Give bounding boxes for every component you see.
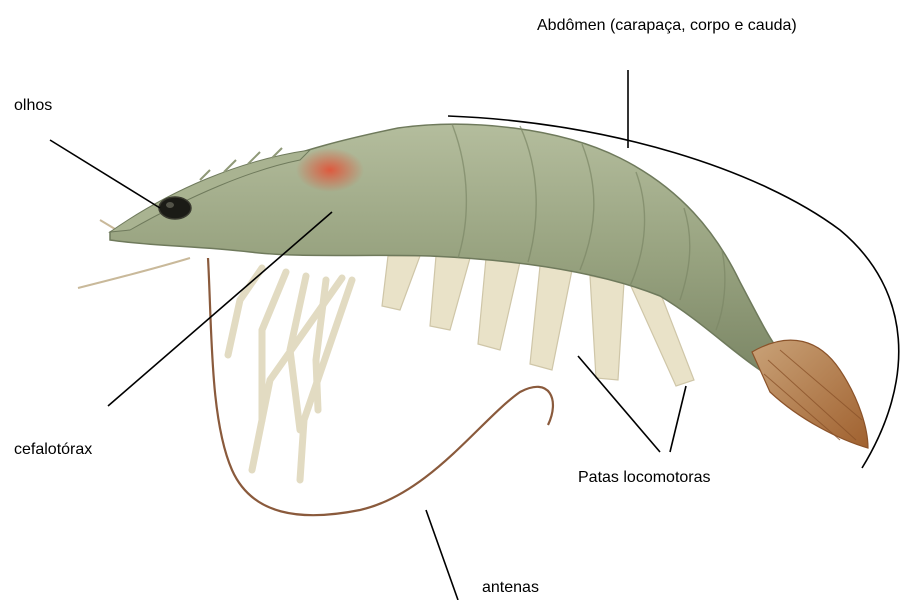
antennae-leader — [426, 510, 458, 600]
front-legs — [228, 268, 352, 480]
eyes-label: olhos — [14, 98, 52, 114]
antennae-label: antenas — [482, 580, 539, 596]
abdomen-label: Abdômen (carapaça, corpo e cauda) — [537, 18, 797, 34]
short-antenna-1 — [78, 258, 190, 288]
eye — [159, 197, 191, 219]
cephalothorax-label: cefalotórax — [14, 442, 92, 458]
shrimp-illustration — [78, 124, 868, 515]
legs-label: Patas locomotoras — [578, 470, 711, 486]
head-spot — [296, 148, 364, 192]
tail-fan — [752, 340, 868, 448]
legs-leader-2 — [670, 386, 686, 452]
eyes-leader — [50, 140, 160, 208]
